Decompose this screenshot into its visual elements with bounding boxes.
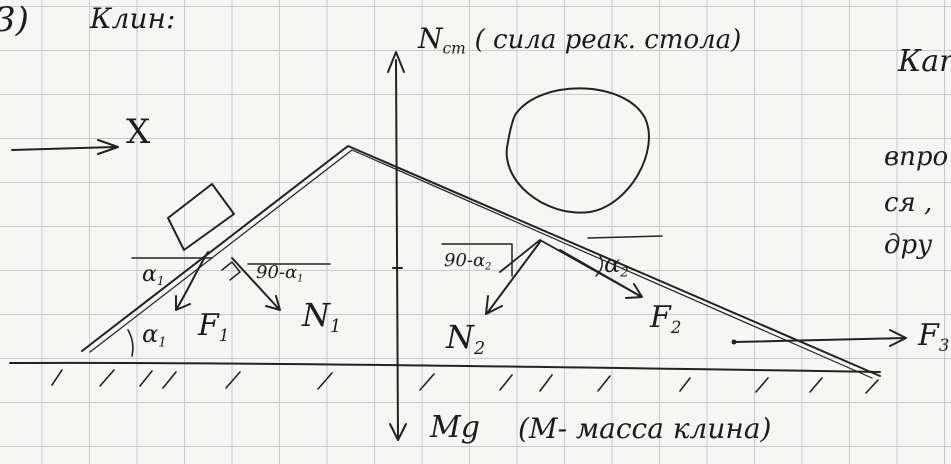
comp2-angle-text: 90-α	[444, 250, 486, 271]
normal-table-label: Nст ( сила реак. стола)	[418, 22, 741, 57]
n2-arrow	[485, 241, 541, 315]
f2-symbol: F	[650, 300, 671, 335]
dash-90-alpha2	[441, 243, 513, 277]
f3-origin-dot	[731, 339, 737, 345]
ground-hatching	[51, 369, 879, 394]
alpha2-label: α2	[604, 250, 629, 281]
n2-sub: 2	[474, 339, 486, 360]
gravity-arrowhead	[389, 423, 407, 441]
alpha1-block-sub: 1	[156, 274, 165, 289]
x-axis-label-text: X	[126, 112, 151, 152]
gravity-label: Mg	[430, 410, 480, 445]
x-axis-label: X	[126, 112, 150, 152]
normal-table-note: ( сила реак. стола)	[474, 25, 742, 55]
f2-arrow	[559, 249, 643, 299]
margin-note-1-text: Кат	[898, 44, 951, 79]
alpha2-symbol: α	[604, 250, 621, 278]
alpha1-base-label: α1	[142, 320, 167, 351]
comp2-angle-label: 90-α2	[444, 250, 491, 272]
normal-table-arrowhead	[387, 51, 405, 73]
ball-on-right-slope	[505, 87, 650, 214]
f2-label: F2	[650, 300, 681, 337]
f3-sub: 3	[938, 335, 950, 355]
section-title-text: Клин:	[90, 2, 176, 35]
alpha1-block-label: α1	[142, 262, 165, 288]
gravity-note: (M- масса клина)	[518, 412, 771, 445]
n2-symbol: N	[446, 318, 474, 356]
margin-note-2-text: впро	[884, 142, 949, 172]
f2-sub: 2	[670, 317, 682, 337]
normal-table-sub: ст	[442, 39, 466, 58]
gravity-symbol: Mg	[430, 410, 480, 445]
f1-symbol: F	[198, 308, 219, 343]
f1-label: F1	[198, 308, 229, 345]
comp1-angle-text: 90-α	[256, 262, 298, 283]
angle-arc-alpha1-base	[127, 329, 134, 357]
n1-arrow	[231, 257, 281, 311]
f3-symbol: F	[918, 318, 939, 353]
normal-gravity-axis	[395, 59, 399, 441]
wedge-outline	[81, 145, 881, 377]
alpha1-base-sub: 1	[158, 335, 167, 351]
dash-alpha2	[587, 235, 663, 277]
normal-table-symbol: N	[418, 22, 443, 55]
f1-arrow	[175, 251, 209, 311]
margin-note-3: ся ,	[884, 188, 932, 218]
block-on-left-slope	[167, 183, 235, 251]
margin-note-3-text: ся ,	[884, 188, 933, 218]
gravity-note-text: (M- масса клина)	[518, 412, 772, 445]
margin-note-2: впро	[884, 142, 948, 172]
problem-number: 3)	[0, 0, 29, 40]
margin-note-4: дру	[884, 230, 932, 260]
ground-line	[9, 361, 881, 373]
alpha2-sub: 2	[620, 265, 629, 281]
alpha1-base-symbol: α	[142, 320, 159, 348]
n2-label: N2	[446, 318, 485, 359]
n1-symbol: N	[302, 296, 330, 334]
n1-sub: 1	[330, 317, 342, 338]
x-axis-arrow	[11, 139, 119, 155]
f1-sub: 1	[218, 325, 230, 345]
n1-label: N1	[302, 296, 341, 337]
comp2-angle-sub: 2	[485, 261, 492, 273]
comp1-angle-sub: 1	[297, 273, 304, 285]
comp1-angle-label: 90-α1	[256, 262, 303, 284]
f3-arrow	[733, 329, 907, 347]
problem-number-text: 3)	[0, 0, 29, 40]
right-angle-marker-1	[221, 261, 241, 281]
section-title: Клин:	[90, 2, 175, 35]
margin-note-1: Кат	[898, 44, 951, 79]
f3-label: F3	[918, 318, 949, 355]
margin-note-4-text: дру	[884, 230, 933, 260]
wedge-left-double	[89, 149, 353, 353]
alpha1-block-symbol: α	[142, 262, 157, 287]
